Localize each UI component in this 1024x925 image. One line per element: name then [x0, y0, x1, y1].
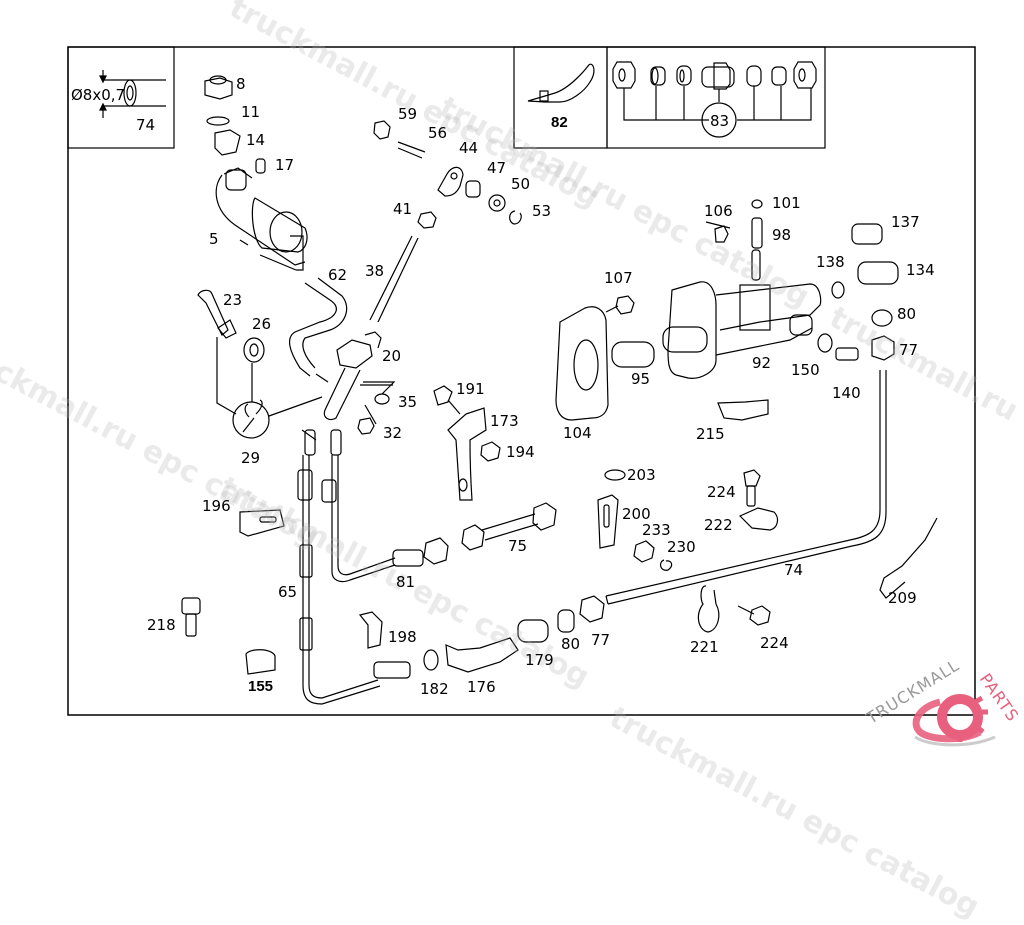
part-label[interactable]: 50	[511, 175, 531, 193]
part-label-82[interactable]: 82	[551, 114, 568, 131]
part-label[interactable]: 74	[784, 561, 804, 579]
part-label[interactable]: 26	[252, 315, 272, 333]
part-label[interactable]: 77	[899, 341, 919, 359]
part-label[interactable]: 222	[704, 516, 733, 534]
part-label[interactable]: 5	[209, 230, 219, 248]
part-label[interactable]: 23	[223, 291, 243, 309]
part-label[interactable]: 134	[906, 261, 935, 279]
part-label[interactable]: 77	[591, 631, 611, 649]
bracket-icon	[181, 509, 519, 675]
cable-tie-icon	[527, 63, 595, 103]
part-label-74-inset[interactable]: 74	[136, 116, 156, 134]
part-label[interactable]: 107	[604, 269, 633, 287]
hose-icon	[288, 282, 337, 377]
brand-logo: TRUCKMALL PARTS	[863, 655, 1024, 750]
parts-diagram	[67, 46, 976, 716]
pipe-line-icon	[605, 370, 887, 605]
master-cylinder-icon	[315, 331, 393, 421]
part-label[interactable]: 92	[752, 354, 772, 372]
part-label[interactable]: 179	[525, 651, 554, 669]
part-label[interactable]: 47	[487, 159, 507, 177]
part-label[interactable]: 32	[383, 424, 403, 442]
part-label[interactable]: 155	[248, 678, 274, 695]
part-label[interactable]: 233	[642, 521, 671, 539]
part-label[interactable]: 198	[388, 628, 417, 646]
part-label[interactable]: 38	[365, 262, 385, 280]
part-label[interactable]: 173	[490, 412, 519, 430]
part-label[interactable]: 215	[696, 425, 725, 443]
part-label[interactable]: 56	[428, 124, 448, 142]
inset-box-kit	[606, 46, 826, 149]
bolt-icon	[357, 381, 501, 501]
part-label[interactable]: 53	[532, 202, 552, 220]
part-label[interactable]: 221	[690, 638, 719, 656]
pipe-section-icon	[99, 70, 166, 118]
part-label[interactable]: 194	[506, 443, 535, 461]
part-label[interactable]: 20	[382, 347, 402, 365]
part-label[interactable]: 98	[772, 226, 792, 244]
part-label[interactable]: 29	[241, 449, 261, 467]
part-label[interactable]: 209	[888, 589, 917, 607]
part-label[interactable]: 196	[202, 497, 231, 515]
part-label[interactable]: 8	[236, 75, 246, 93]
hose-line-icon	[297, 429, 449, 705]
elbow-fitting-icon	[197, 289, 323, 439]
part-label[interactable]: 101	[772, 194, 801, 212]
diagram-frame	[67, 46, 976, 716]
clip-icon	[597, 469, 938, 633]
inset-box-tie	[513, 46, 608, 149]
pipe-dimension-label: Ø8x0,7	[71, 86, 126, 104]
part-label[interactable]: 200	[622, 505, 651, 523]
part-label[interactable]: 59	[398, 105, 418, 123]
part-label[interactable]: 150	[791, 361, 820, 379]
part-label[interactable]: 35	[398, 393, 418, 411]
part-label[interactable]: 81	[396, 573, 416, 591]
banjo-bolt-icon	[461, 502, 557, 551]
part-label[interactable]: 138	[816, 253, 845, 271]
part-label[interactable]: 191	[456, 380, 485, 398]
slave-cylinder-icon	[555, 199, 899, 421]
part-label[interactable]: 17	[275, 156, 295, 174]
part-label[interactable]: 224	[760, 634, 789, 652]
part-label-83[interactable]: 83	[710, 112, 730, 130]
fitting-kit-icon	[612, 61, 817, 138]
pushrod-icon	[369, 235, 419, 323]
part-label[interactable]: 11	[241, 103, 261, 121]
part-label[interactable]: 80	[897, 305, 917, 323]
part-label[interactable]: 65	[278, 583, 298, 601]
part-label[interactable]: 104	[563, 424, 592, 442]
part-label[interactable]: 44	[459, 139, 479, 157]
part-label[interactable]: 75	[508, 537, 528, 555]
part-label[interactable]: 230	[667, 538, 696, 556]
part-label[interactable]: 140	[832, 384, 861, 402]
part-label[interactable]: 62	[328, 266, 348, 284]
part-label[interactable]: 176	[467, 678, 496, 696]
part-label[interactable]: 41	[393, 200, 413, 218]
fitting-icon	[423, 595, 605, 671]
part-label[interactable]: 218	[147, 616, 176, 634]
part-label[interactable]: 95	[631, 370, 651, 388]
reservoir-icon	[204, 75, 308, 271]
part-label[interactable]: 137	[891, 213, 920, 231]
part-label[interactable]: 203	[627, 466, 656, 484]
part-label[interactable]: 80	[561, 635, 581, 653]
clevis-icon	[373, 120, 522, 229]
part-label[interactable]: 106	[704, 202, 733, 220]
gear-icon	[912, 694, 996, 747]
part-label[interactable]: 182	[420, 680, 449, 698]
inset-box-pipe	[67, 46, 175, 149]
part-label[interactable]: 224	[707, 483, 736, 501]
part-label[interactable]: 14	[246, 131, 266, 149]
